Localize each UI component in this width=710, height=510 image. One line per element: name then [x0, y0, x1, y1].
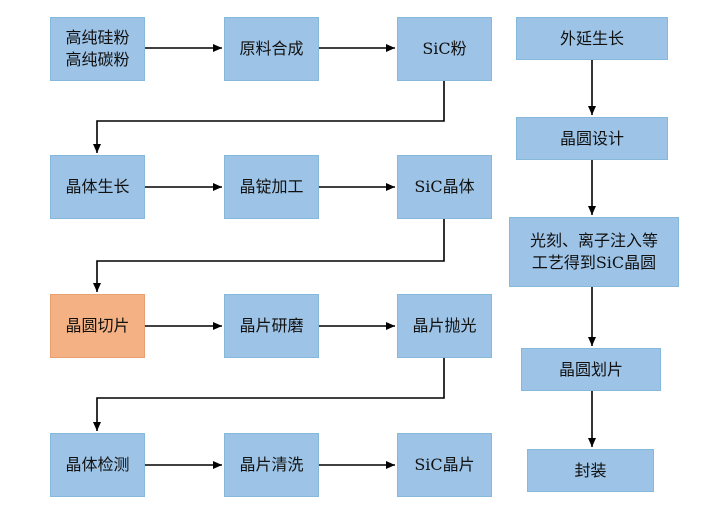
box-sic-wafer: SiC晶片 [397, 433, 492, 497]
box-raw-materials: 高纯硅粉高纯碳粉 [50, 17, 145, 81]
box-packaging: 封装 [527, 449, 654, 492]
arrow-crystal-to-cutting [93, 219, 445, 292]
box-epitaxy: 外延生长 [516, 17, 668, 60]
box-wafer-polishing: 晶片抛光 [397, 294, 492, 358]
box-crystal-inspection: 晶体检测 [50, 433, 145, 497]
box-raw-synthesis: 原料合成 [224, 17, 319, 81]
box-wafer-dicing: 晶圆划片 [521, 348, 661, 391]
box-ingot-processing: 晶锭加工 [224, 155, 319, 219]
box-wafer-design: 晶圆设计 [516, 117, 668, 160]
box-wafer-cleaning: 晶片清洗 [224, 433, 319, 497]
box-wafer-cutting: 晶圆切片 [50, 294, 145, 358]
box-lithography-implant: 光刻、离子注入等工艺得到SiC晶圆 [509, 217, 679, 287]
arrow-polishing-to-inspection [93, 358, 445, 431]
box-sic-crystal: SiC晶体 [397, 155, 492, 219]
box-crystal-growth: 晶体生长 [50, 155, 145, 219]
arrow-powder-to-growth [93, 81, 445, 153]
box-sic-powder: SiC粉 [397, 17, 492, 81]
box-wafer-grinding: 晶片研磨 [224, 294, 319, 358]
